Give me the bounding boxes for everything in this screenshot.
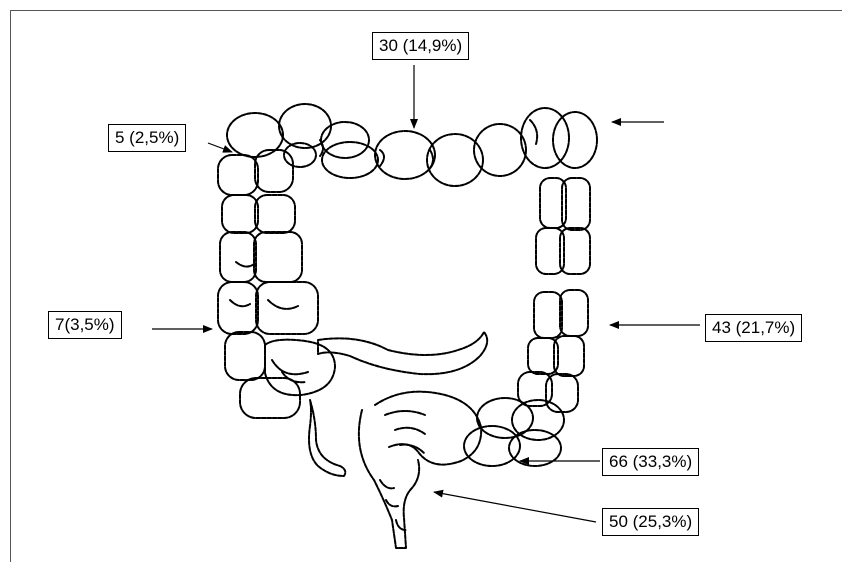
descending-colon xyxy=(518,178,590,412)
sigmoid-colon xyxy=(375,392,564,466)
caecum xyxy=(265,340,345,476)
arrow-rectum xyxy=(434,492,596,522)
label-descending: 43 (21,7%) xyxy=(705,314,802,342)
label-hepatic-flexure: 5 (2,5%) xyxy=(108,124,186,152)
label-sigmoid: 66 (33,3%) xyxy=(602,448,699,476)
arrow-hepatic-flexure xyxy=(208,143,232,152)
rectum xyxy=(359,410,419,548)
transverse-colon xyxy=(227,104,597,186)
terminal-ileum xyxy=(318,332,487,374)
label-rectum: 50 (25,3%) xyxy=(602,508,699,536)
ascending-colon xyxy=(218,150,318,418)
label-ascending: 7(3,5%) xyxy=(48,311,122,339)
label-transverse: 30 (14,9%) xyxy=(372,32,469,60)
